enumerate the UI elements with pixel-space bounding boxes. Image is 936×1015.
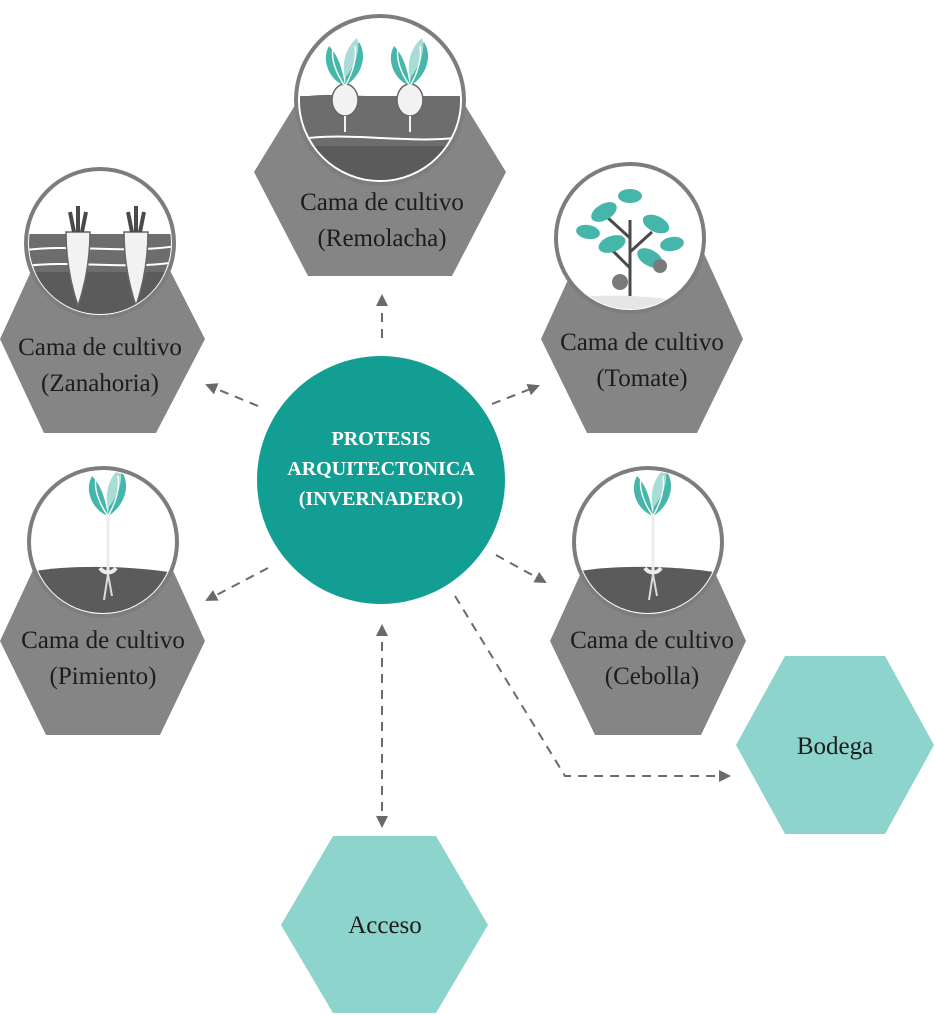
bed-label-line1: Cama de cultivo xyxy=(300,189,464,216)
bed-label-line1: Cama de cultivo xyxy=(570,627,734,654)
bed-cebolla[interactable]: Cama de cultivo (Cebolla) xyxy=(550,466,746,735)
bed-tomate[interactable]: Cama de cultivo (Tomate) xyxy=(541,162,743,433)
bed-label-line2: (Zanahoria) xyxy=(41,370,159,397)
connectors xyxy=(205,294,731,828)
bed-pimiento[interactable]: Cama de cultivo (Pimiento) xyxy=(0,466,205,735)
bed-label-line2: (Pimiento) xyxy=(50,663,157,690)
acceso-label: Acceso xyxy=(348,912,422,939)
bodega-label: Bodega xyxy=(797,733,873,760)
acceso-hexagon xyxy=(281,836,488,1013)
arrow-to-pimiento xyxy=(205,567,269,601)
center-label-line1: PROTESIS xyxy=(332,428,431,450)
bed-label-line2: (Cebolla) xyxy=(605,663,699,690)
bed-label-line2: (Tomate) xyxy=(596,365,687,392)
bodega-hexagon xyxy=(736,656,934,834)
center-label-line3: (INVERNADERO) xyxy=(299,488,463,510)
bed-label-line1: Cama de cultivo xyxy=(18,334,182,361)
area-bodega[interactable]: Bodega xyxy=(736,656,934,834)
center-label-line2: ARQUITECTONICA xyxy=(287,458,475,480)
arrow-to-bodega xyxy=(454,595,731,782)
center-greenhouse[interactable]: PROTESIS ARQUITECTONICA (INVERNADERO) xyxy=(257,356,505,604)
bed-label-line2: (Remolacha) xyxy=(317,225,446,252)
arrow-to-zanahoria xyxy=(205,383,259,407)
center-circle xyxy=(257,356,505,604)
beetroot-icon xyxy=(300,37,460,180)
bed-label-line1: Cama de cultivo xyxy=(560,329,724,356)
arrow-to-cebolla xyxy=(495,554,547,583)
area-acceso[interactable]: Acceso xyxy=(281,836,488,1013)
arrow-to-tomate xyxy=(491,384,540,405)
bed-remolacha[interactable]: Cama de cultivo (Remolacha) xyxy=(254,14,506,276)
bed-label-line1: Cama de cultivo xyxy=(21,627,185,654)
bed-zanahoria[interactable]: Cama de cultivo (Zanahoria) xyxy=(0,167,205,433)
